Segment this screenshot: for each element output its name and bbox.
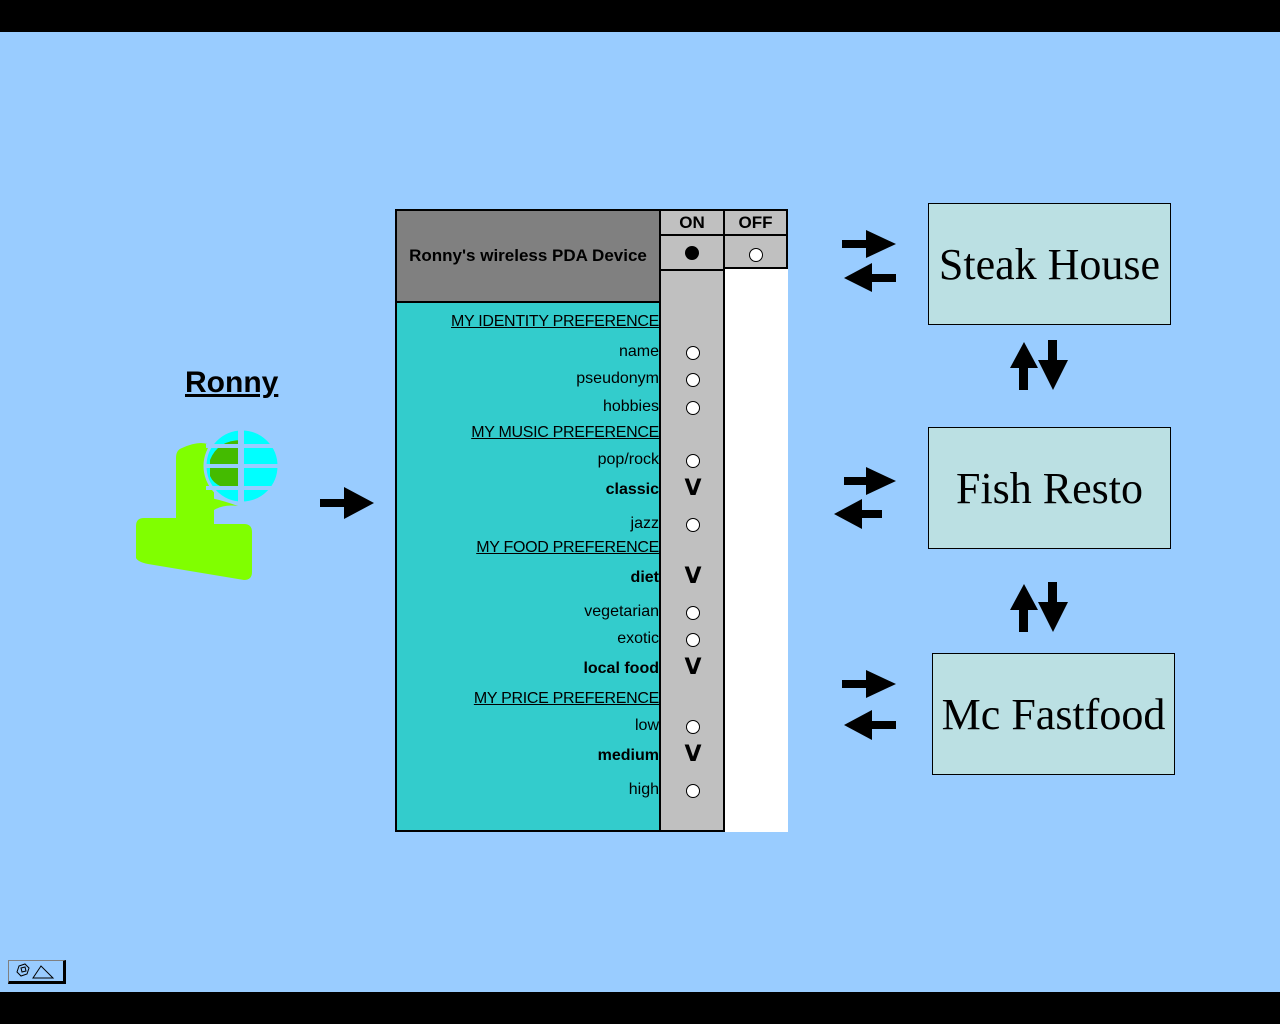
- section-heading: MY FOOD PREFERENCE: [476, 539, 659, 556]
- preference-label: name: [618, 343, 659, 360]
- check-mark-icon[interactable]: V: [684, 476, 702, 501]
- taskbar-button[interactable]: [8, 960, 66, 984]
- check-mark-icon[interactable]: V: [684, 655, 702, 680]
- device-off-radio[interactable]: [748, 248, 763, 262]
- preference-label: exotic: [617, 630, 659, 647]
- off-column: OFF: [725, 209, 788, 269]
- preference-label: jazz: [630, 515, 659, 532]
- preference-label: medium: [597, 747, 659, 764]
- preference-label: diet: [630, 569, 659, 586]
- preference-label: local food: [583, 660, 659, 677]
- user-name: Ronny: [185, 366, 279, 399]
- preference-label: low: [634, 717, 659, 734]
- vertical-exchange-icon: [1010, 582, 1068, 632]
- exchange-arrows-icon: [842, 670, 896, 740]
- radio-icon: [686, 606, 700, 620]
- preference-label: pseudonym: [576, 370, 659, 387]
- preference-radio[interactable]: [686, 518, 700, 532]
- preference-label: pop/rock: [597, 451, 659, 468]
- radio-icon: [686, 720, 700, 734]
- preference-list: [395, 303, 661, 832]
- arrow-right-icon: [320, 487, 374, 519]
- radio-icon: [686, 373, 700, 387]
- section-heading: MY MUSIC PREFERENCE: [471, 424, 659, 441]
- preference-radio[interactable]: [686, 633, 700, 647]
- preference-label: vegetarian: [584, 603, 659, 620]
- preference-radio[interactable]: [686, 784, 700, 798]
- pda-device-panel: Ronny's wireless PDA Device ON OFF MY ID…: [395, 209, 788, 832]
- preference-radio[interactable]: [686, 720, 700, 734]
- exchange-arrows-icon: [842, 230, 896, 292]
- preference-label: hobbies: [602, 398, 659, 415]
- section-heading: MY IDENTITY PREFERENCE: [451, 313, 659, 330]
- exchange-arrows-icon: [834, 467, 896, 529]
- section-heading: MY PRICE PREFERENCE: [473, 690, 659, 707]
- device-on-radio[interactable]: [685, 246, 699, 260]
- bottom-black-bar: [0, 992, 1280, 1024]
- restaurant-steak-house[interactable]: Steak House: [928, 203, 1171, 325]
- preference-radio[interactable]: [686, 401, 700, 415]
- radio-icon: [686, 346, 700, 360]
- preference-radio[interactable]: [686, 606, 700, 620]
- app-icon: [16, 963, 55, 979]
- preference-label: high: [628, 781, 659, 798]
- vertical-exchange-icon: [1010, 340, 1068, 390]
- check-mark-icon[interactable]: V: [684, 564, 702, 589]
- person-globe-icon: [136, 430, 281, 580]
- top-black-bar: [0, 0, 1280, 32]
- device-title: Ronny's wireless PDA Device: [395, 209, 661, 303]
- restaurant-fish-resto[interactable]: Fish Resto: [928, 427, 1171, 549]
- restaurant-mc-fastfood[interactable]: Mc Fastfood: [932, 653, 1175, 775]
- off-header: OFF: [725, 211, 786, 236]
- preference-radio[interactable]: [686, 373, 700, 387]
- radio-icon: [686, 633, 700, 647]
- radio-icon: [686, 401, 700, 415]
- radio-icon: [686, 784, 700, 798]
- preference-radio[interactable]: [686, 346, 700, 360]
- preference-label: classic: [605, 481, 659, 498]
- on-header: ON: [661, 211, 723, 236]
- check-mark-icon[interactable]: V: [684, 742, 702, 767]
- radio-icon: [686, 518, 700, 532]
- off-column-blank: [725, 269, 788, 832]
- preference-radio[interactable]: [686, 454, 700, 468]
- radio-icon: [686, 454, 700, 468]
